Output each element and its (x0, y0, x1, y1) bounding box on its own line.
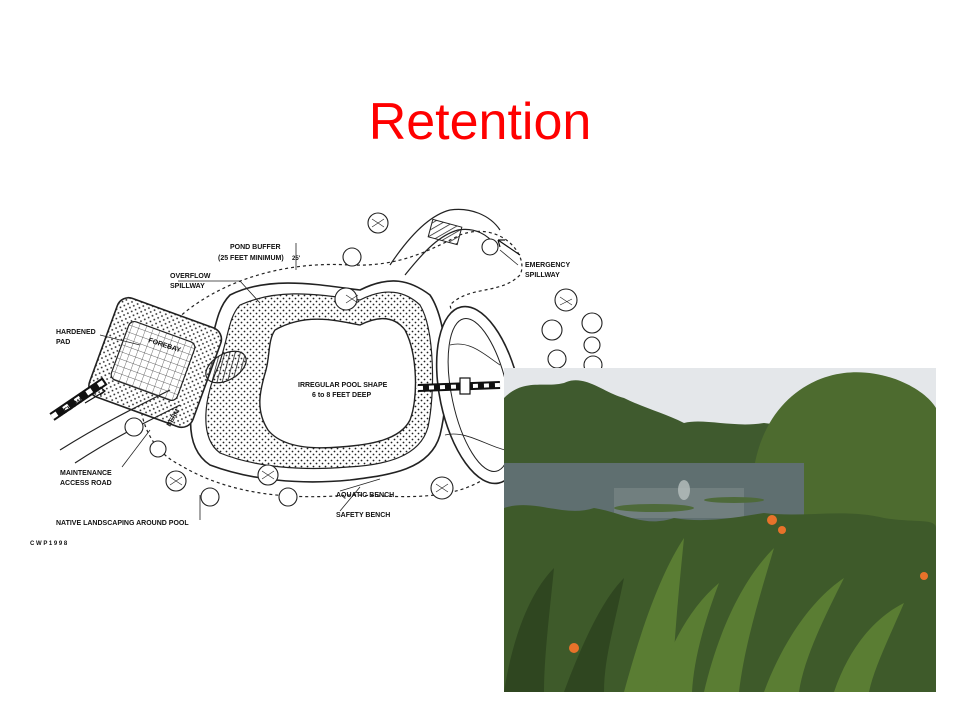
retention-pond-diagram: POND BUFFER (25 FEET MINIMUM) 25' OVERFL… (30, 208, 603, 547)
emergency-spillway-channel (389, 208, 501, 266)
pond-buffer-line (139, 230, 523, 498)
outlet-pipe (417, 377, 501, 395)
overflow-spillway-label: OVERFLOW (170, 273, 211, 280)
safety-bench-label: SAFETY BENCH (336, 512, 390, 519)
credit-label: C W P 1 9 9 8 (30, 541, 68, 547)
maintenance-access-road (59, 389, 171, 451)
permanent-pool (259, 318, 417, 449)
maintenance-road-label-2: ACCESS ROAD (60, 480, 112, 487)
pond-buffer-label: POND BUFFER (230, 244, 281, 251)
berm (205, 350, 247, 384)
photo-flowers (569, 515, 928, 653)
buffer-dimension-label: 25' (292, 256, 301, 262)
pond-photo (504, 368, 936, 692)
emergency-spillway-label-2: SPILLWAY (525, 272, 560, 279)
forebay (110, 320, 196, 402)
pool-shape-label: IRREGULAR POOL SHAPE (298, 382, 388, 389)
pool-depth-label: 6 to 8 FEET DEEP (312, 392, 371, 399)
inflow-pipe (49, 377, 108, 421)
emergency-spillway-label: EMERGENCY (525, 262, 570, 269)
pond-buffer-min-label: (25 FEET MINIMUM) (218, 255, 284, 262)
slide-title: Retention (368, 93, 592, 151)
overflow-spillway-label-2: SPILLWAY (170, 283, 205, 290)
photo-tree-line (504, 380, 804, 468)
hardened-pad-label-2: PAD (56, 339, 70, 346)
aquatic-bench-label: AQUATIC BENCH (336, 492, 394, 499)
maintenance-road-label: MAINTENANCE (60, 470, 112, 477)
native-landscaping-label: NATIVE LANDSCAPING AROUND POOL (56, 520, 189, 527)
hardened-pad-label: HARDENED (56, 329, 96, 336)
photo-foreground-vegetation (504, 505, 936, 692)
